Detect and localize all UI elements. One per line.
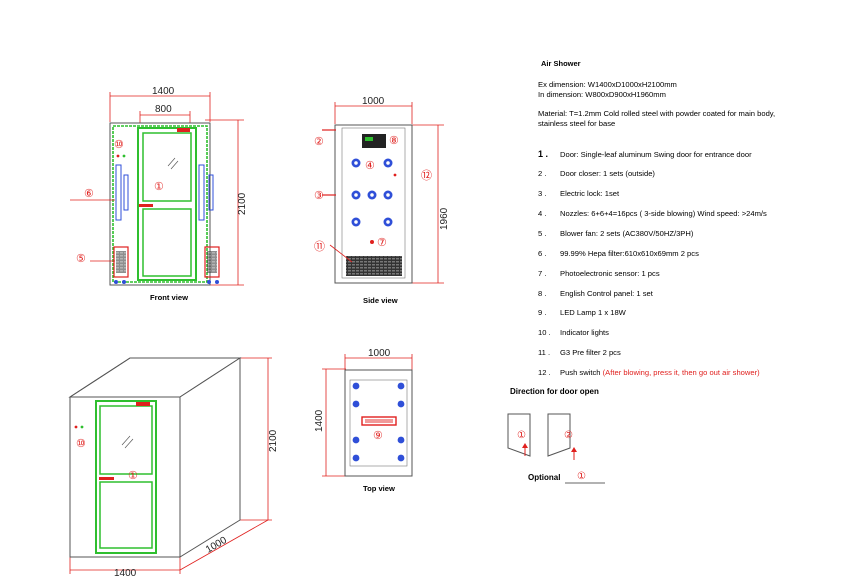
- callout-5: ⑤: [76, 253, 86, 265]
- callout-2: ②: [314, 136, 324, 148]
- spec-item-6: 6 .99.99% Hepa filter:610x610x69mm 2 pcs: [538, 249, 699, 258]
- spec-item-10: 10 .Indicator lights: [538, 328, 609, 337]
- top-width-dimension: [322, 368, 346, 477]
- iso-door: [95, 400, 157, 554]
- front-view-label: Front view: [150, 293, 188, 302]
- callout-12: ⑫: [421, 169, 432, 182]
- blower-fan-right: [204, 246, 220, 278]
- callout-6: ⑥: [84, 188, 94, 200]
- side-depth-dimension: [334, 102, 413, 124]
- side-height-label: 1960: [439, 207, 450, 230]
- door-handle: [139, 204, 153, 207]
- side-view-label: Side view: [363, 296, 398, 305]
- top-view-label: Top view: [363, 484, 395, 493]
- indicator-light-green: [122, 154, 126, 158]
- push-switch: [393, 173, 397, 177]
- top-depth-label: 1000: [368, 348, 391, 359]
- door-direction-2-label: ②: [564, 430, 573, 441]
- callout-4: ④: [365, 160, 375, 172]
- front-door-width-label: 800: [155, 104, 172, 115]
- front-view: 1400 800 2100: [70, 86, 248, 286]
- door-direction-diagrams: ① ②: [507, 413, 605, 484]
- front-inner-frame: [112, 125, 208, 283]
- iso-width-dimension: [69, 555, 181, 574]
- spec-item-11: 11 .G3 Pre filter 2 pcs: [538, 348, 621, 357]
- spec-item-1: 1 .Door: Single-leaf aluminum Swing door…: [538, 149, 752, 159]
- top-width-label: 1400: [314, 409, 325, 432]
- spec-material-1: Material: T=1.2mm Cold rolled steel with…: [538, 109, 776, 118]
- front-door-lower-panel: [142, 208, 192, 277]
- photo-sensor: [370, 240, 374, 244]
- spec-in-dimension: In dimension: W800xD900xH1960mm: [538, 90, 666, 99]
- spec-item-3: 3 .Electric lock: 1set: [538, 189, 620, 198]
- direction-title: Direction for door open: [510, 387, 599, 396]
- spec-item-2: 2 .Door closer: 1 sets (outside): [538, 169, 655, 178]
- indicator-light-red: [116, 154, 120, 158]
- spec-item-7: 7 .Photoelectronic sensor: 1 pcs: [538, 269, 660, 278]
- spec-item-12-note: (After blowing, press it, then go out ai…: [602, 368, 760, 377]
- door-direction-1: [507, 413, 531, 457]
- front-body: [109, 122, 211, 286]
- front-door-window: [142, 132, 192, 202]
- front-height-label: 2100: [237, 192, 248, 215]
- callout-11: ⑪: [314, 240, 325, 253]
- door-closer: [177, 128, 190, 132]
- blower-fan-left: [113, 246, 129, 278]
- iso-front-face: [69, 396, 181, 558]
- top-view: 1000 1400 ⑨: [314, 348, 413, 477]
- spec-ex-dimension: Ex dimension: W1400xD1000xH2100mm: [538, 80, 677, 89]
- pre-filter-grille: [346, 256, 402, 276]
- spec-title: Air Shower: [541, 59, 581, 68]
- led-lamp: [361, 416, 397, 426]
- front-door: [137, 127, 197, 281]
- callout-3: ③: [314, 190, 324, 202]
- callout-7: ⑦: [377, 237, 387, 249]
- isometric-view: 2100 1400 1000 ⑩ ①: [68, 357, 279, 579]
- front-width-label: 1400: [152, 86, 175, 97]
- callout-9: ⑨: [373, 430, 383, 442]
- iso-depth-dimension: [179, 519, 269, 571]
- side-depth-label: 1000: [362, 96, 385, 107]
- iso-callout-1: ①: [128, 470, 138, 482]
- optional-value: ①: [577, 471, 586, 482]
- spec-item-4: 4 .Nozzles: 6+6+4=16pcs ( 3-side blowing…: [538, 209, 767, 218]
- spec-item-8: 8 .English Control panel: 1 set: [538, 289, 653, 298]
- spec-item-12: 12 .Push switch (After blowing, press it…: [538, 368, 760, 377]
- front-width-dimension: [109, 92, 211, 122]
- callout-1: ①: [154, 181, 164, 193]
- callout-8: ⑧: [389, 135, 399, 147]
- spec-item-9: 9 .LED Lamp 1 x 18W: [538, 308, 626, 317]
- iso-callout-10: ⑩: [76, 438, 86, 450]
- spec-material-2: stainless steel for base: [538, 119, 616, 128]
- iso-width-label: 1400: [114, 568, 137, 579]
- front-nozzles: [115, 164, 214, 221]
- optional-label: Optional: [528, 473, 561, 482]
- side-view: 1000 1960 ② ③ ⑪ ④ ⑧ ⑫ ⑦: [314, 96, 450, 284]
- iso-height-label: 2100: [268, 429, 279, 452]
- spec-item-5: 5 .Blower fan: 2 sets (AC380V/50HZ/3PH): [538, 229, 694, 238]
- callout-10: ⑩: [114, 139, 124, 151]
- front-height-dimension: [205, 119, 244, 286]
- door-direction-2: [547, 413, 571, 457]
- door-direction-1-label: ①: [517, 430, 526, 441]
